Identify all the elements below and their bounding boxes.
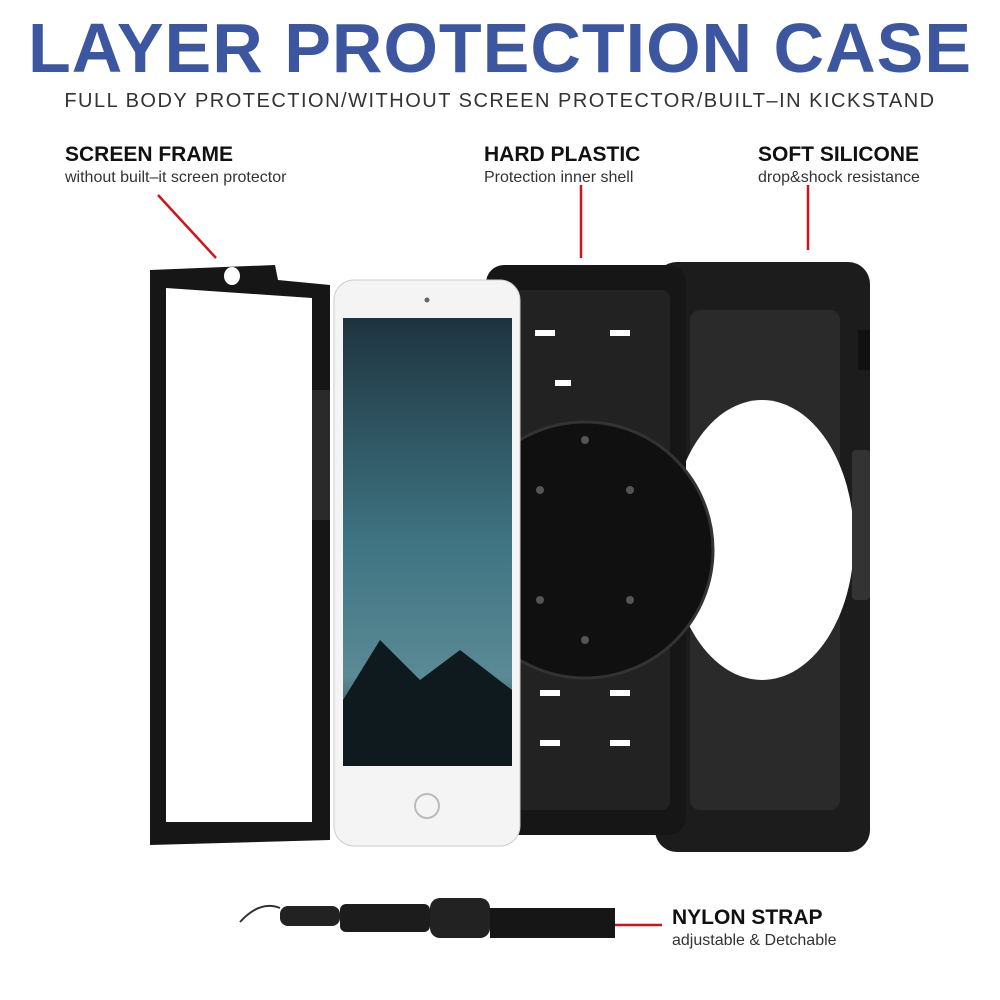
- page-subtitle: FULL BODY PROTECTION/WITHOUT SCREEN PROT…: [64, 90, 936, 112]
- nylon-strap: [239, 898, 615, 938]
- label-screen-frame: SCREEN FRAME without built–it screen pro…: [65, 143, 286, 187]
- pointer-lines: [157, 185, 810, 927]
- label-sub: drop&shock resistance: [758, 169, 920, 186]
- label-heading: NYLON STRAP: [672, 906, 823, 929]
- label-heading: HARD PLASTIC: [484, 143, 641, 166]
- label-heading: SOFT SILICONE: [758, 143, 920, 166]
- label-soft-silicone: SOFT SILICONE drop&shock resistance: [758, 143, 920, 187]
- label-hard-plastic: HARD PLASTIC Protection inner shell: [484, 143, 640, 187]
- screen-frame: [150, 265, 330, 845]
- label-sub: adjustable & Detchable: [672, 932, 837, 949]
- label-sub: without built–it screen protector: [65, 169, 287, 186]
- label-sub: Protection inner shell: [484, 169, 634, 186]
- hard-plastic-layer: [455, 265, 715, 835]
- page-title: LAYER PROTECTION CASE: [27, 9, 973, 87]
- label-heading: SCREEN FRAME: [65, 143, 234, 166]
- tablet: [333, 279, 521, 847]
- label-nylon-strap: NYLON STRAP adjustable & Detchable: [672, 906, 837, 950]
- soft-silicone-layer: [655, 262, 870, 852]
- pointer-screen-frame: [157, 194, 217, 259]
